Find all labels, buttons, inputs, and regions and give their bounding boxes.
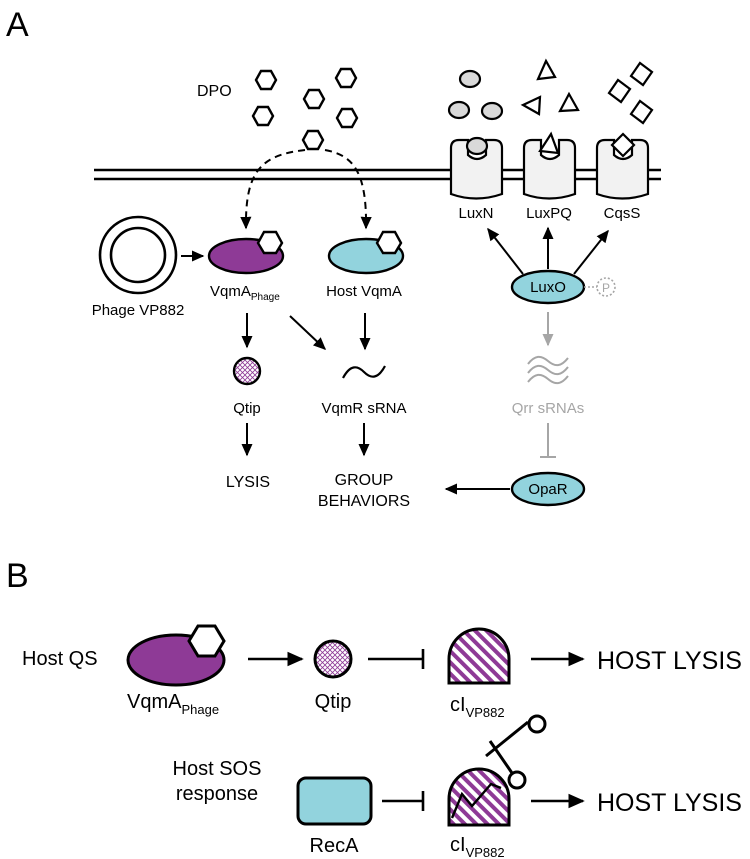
arrow-luxo-luxn	[487, 227, 524, 275]
luxn-label: LuxN	[458, 205, 493, 222]
phospho-label: P	[602, 281, 610, 295]
host-sos-line1: Host SOS	[173, 758, 262, 780]
host-lysis-label-2: HOST LYSIS	[597, 789, 742, 817]
phospho-group	[596, 277, 616, 297]
dpo-dashed-arrow-phage	[240, 149, 306, 230]
reca-label: RecA	[310, 835, 360, 857]
receptor-luxpq	[522, 131, 577, 200]
qrr-label: Qrr sRNAs	[512, 400, 585, 417]
dpo-hexagon	[254, 69, 278, 91]
vqmr-srna-wave	[342, 365, 386, 379]
panel-b-label: B	[6, 557, 29, 595]
dpo-dashed-arrow-host	[324, 149, 372, 230]
ci-label: cIVP882	[450, 694, 505, 720]
inhibit-qtip-ci	[368, 649, 425, 669]
ai-circle	[480, 101, 504, 121]
dpo-label: DPO	[197, 83, 232, 100]
ai-diamond	[629, 61, 654, 87]
luxo-label: LuxO	[530, 279, 566, 296]
vqma-phage-protein-b	[126, 624, 226, 687]
lysis-label: LYSIS	[226, 474, 270, 491]
dpo-hexagon	[334, 67, 358, 89]
panel-a-label: A	[6, 6, 29, 44]
group-behaviors-line1: GROUP	[335, 472, 394, 489]
qtip-label-b: Qtip	[315, 691, 352, 713]
ai-diamond	[607, 78, 632, 104]
qtip-label: Qtip	[233, 400, 261, 417]
ai-triangle	[558, 91, 580, 113]
ci-repressor	[447, 627, 511, 685]
dpo-molecules	[251, 67, 359, 151]
ai-circle	[458, 69, 482, 89]
host-lysis-label: HOST LYSIS	[597, 647, 742, 675]
inhibit-reca-ci	[382, 791, 425, 811]
cqss-label: CqsS	[604, 205, 641, 222]
autoinducers	[447, 58, 654, 125]
phage-vp882	[98, 215, 178, 295]
arrow-luxo-cqss	[573, 229, 609, 275]
host-vqma-protein	[327, 230, 405, 275]
luxpq-label: LuxPQ	[526, 205, 572, 222]
vqmr-label: VqmR sRNA	[321, 400, 406, 417]
host-vqma-label: Host VqmA	[326, 283, 402, 300]
receptor-luxn	[449, 136, 504, 200]
group-behaviors-line2: BEHAVIORS	[318, 493, 410, 510]
ci-label-2: cIVP882	[450, 834, 505, 859]
ai-diamond	[629, 99, 654, 125]
arrow-vqma-vqmr	[289, 315, 327, 350]
phage-label: Phage VP882	[92, 302, 185, 319]
inhibit-qrr-opar	[540, 423, 556, 458]
host-qs-label: Host QS	[22, 648, 98, 670]
qtip-protein	[232, 356, 262, 386]
dpo-hexagon	[335, 107, 359, 129]
vqma-phage-label-b: VqmAPhage	[127, 691, 219, 717]
reca-protein	[296, 776, 373, 826]
scissors-icon	[485, 714, 547, 790]
ai-circle	[447, 100, 471, 120]
ci-repressor-cleaved	[447, 767, 511, 827]
qrr-srna-waves	[527, 355, 569, 385]
dpo-hexagon	[251, 105, 275, 127]
qtip-protein-b	[313, 639, 353, 679]
ai-triangle	[536, 58, 557, 81]
host-sos-line2: response	[176, 783, 258, 805]
dpo-hexagon	[301, 129, 325, 151]
ai-triangle	[520, 95, 542, 116]
vqma-phage-protein	[207, 230, 285, 275]
opar-protein	[510, 471, 586, 507]
opar-label: OpaR	[528, 481, 567, 498]
dpo-hexagon	[302, 88, 326, 110]
vqma-phage-label: VqmAPhage	[210, 283, 280, 303]
receptor-cqss	[595, 132, 650, 200]
